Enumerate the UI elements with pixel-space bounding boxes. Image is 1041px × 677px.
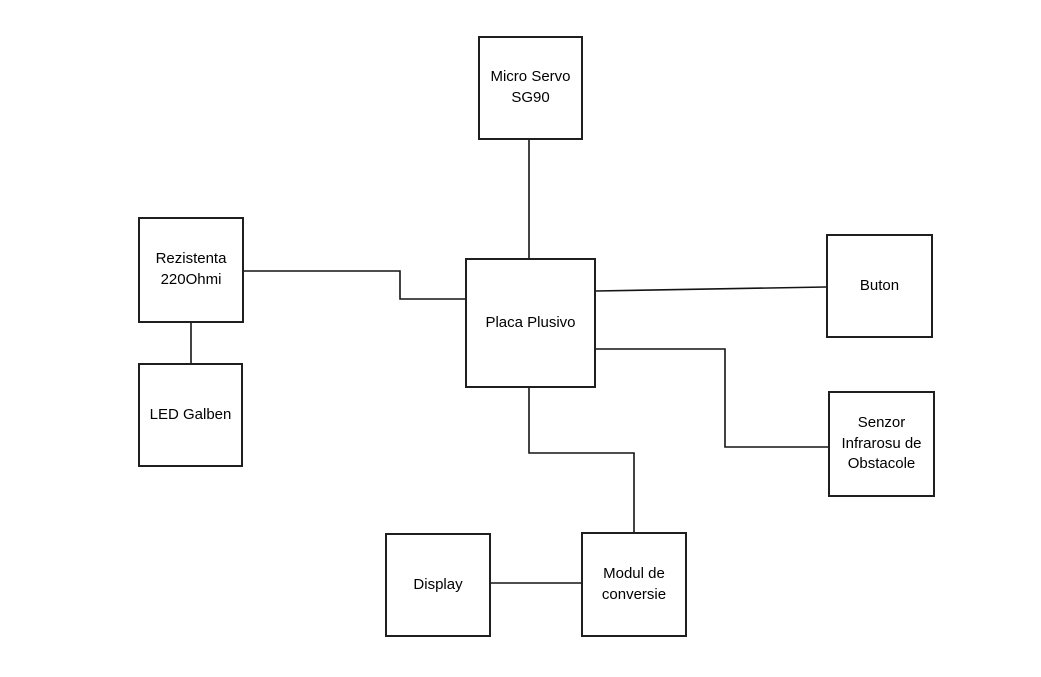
- connector-rezistenta-placa: [244, 270, 465, 300]
- node-rezistenta-label: Rezistenta 220Ohmi: [155, 250, 227, 288]
- node-led-galben: LED Galben: [138, 363, 243, 467]
- node-senzor-infrarosu: Senzor Infrarosu de Obstacole: [828, 391, 935, 497]
- node-modul-conversie: Modul de conversie: [581, 532, 687, 637]
- node-placa-plusivo-label: Placa Plusivo: [485, 313, 576, 331]
- node-buton: Buton: [826, 234, 933, 338]
- node-senzor-infrarosu-label: Senzor Infrarosu de Obstacole: [841, 413, 922, 473]
- node-placa-plusivo: Placa Plusivo: [465, 258, 596, 388]
- node-micro-servo: Micro Servo SG90: [478, 36, 583, 140]
- node-micro-servo-label: Micro Servo SG90: [490, 68, 571, 106]
- node-display: Display: [385, 533, 491, 637]
- node-led-galben-label: LED Galben: [149, 405, 232, 423]
- node-rezistenta: Rezistenta 220Ohmi: [138, 217, 244, 323]
- connector-placa-buton: [595, 286, 827, 292]
- node-display-label: Display: [413, 575, 463, 593]
- node-modul-conversie-label: Modul de conversie: [601, 564, 667, 603]
- node-buton-label: Buton: [859, 276, 900, 294]
- connector-placa-modul: [528, 388, 635, 532]
- connector-placa-senzor: [596, 348, 828, 448]
